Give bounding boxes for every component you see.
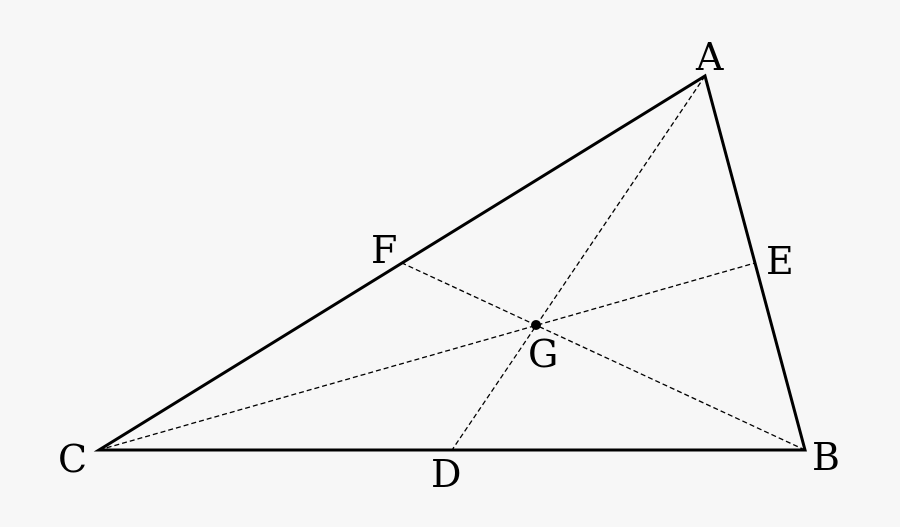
label-vertex-c: C xyxy=(58,437,88,481)
label-midpoint-e: E xyxy=(766,239,794,283)
label-midpoint-f: F xyxy=(371,228,398,272)
median-bf xyxy=(401,262,806,451)
label-vertex-b: B xyxy=(812,435,840,479)
triangle-abc xyxy=(93,73,807,452)
median-ce xyxy=(98,262,756,451)
median-ad xyxy=(451,75,706,451)
label-centroid-g: G xyxy=(528,332,559,376)
label-vertex-a: A xyxy=(696,35,724,79)
centroid-point xyxy=(531,320,541,330)
label-midpoint-d: D xyxy=(431,452,462,496)
